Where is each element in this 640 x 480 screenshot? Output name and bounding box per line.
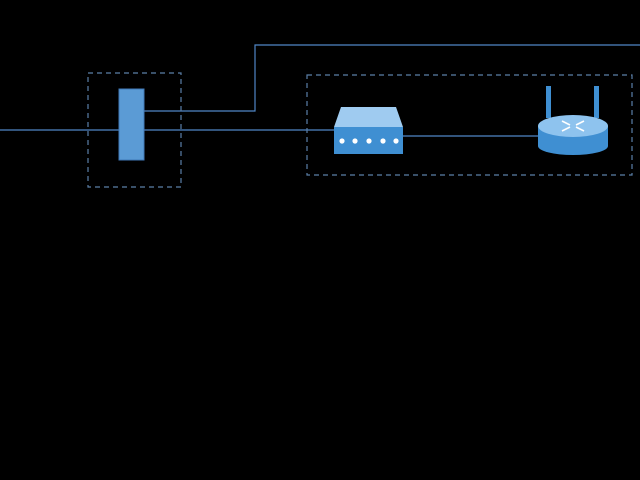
modem-leds [339, 138, 399, 144]
antenna-right [594, 86, 599, 118]
splitter-group-border [87, 72, 182, 188]
splitter-to-offpage-line [144, 44, 640, 112]
antenna-left [546, 86, 551, 118]
lan-group-border [306, 74, 633, 176]
dsl-modem-icon[interactable] [334, 107, 403, 154]
line-splitter-icon[interactable] [118, 88, 145, 161]
router-top [538, 115, 608, 137]
connections [0, 44, 640, 137]
router-arrows [561, 120, 585, 132]
modem-top [334, 107, 403, 127]
wireless-router-icon[interactable] [538, 86, 608, 155]
